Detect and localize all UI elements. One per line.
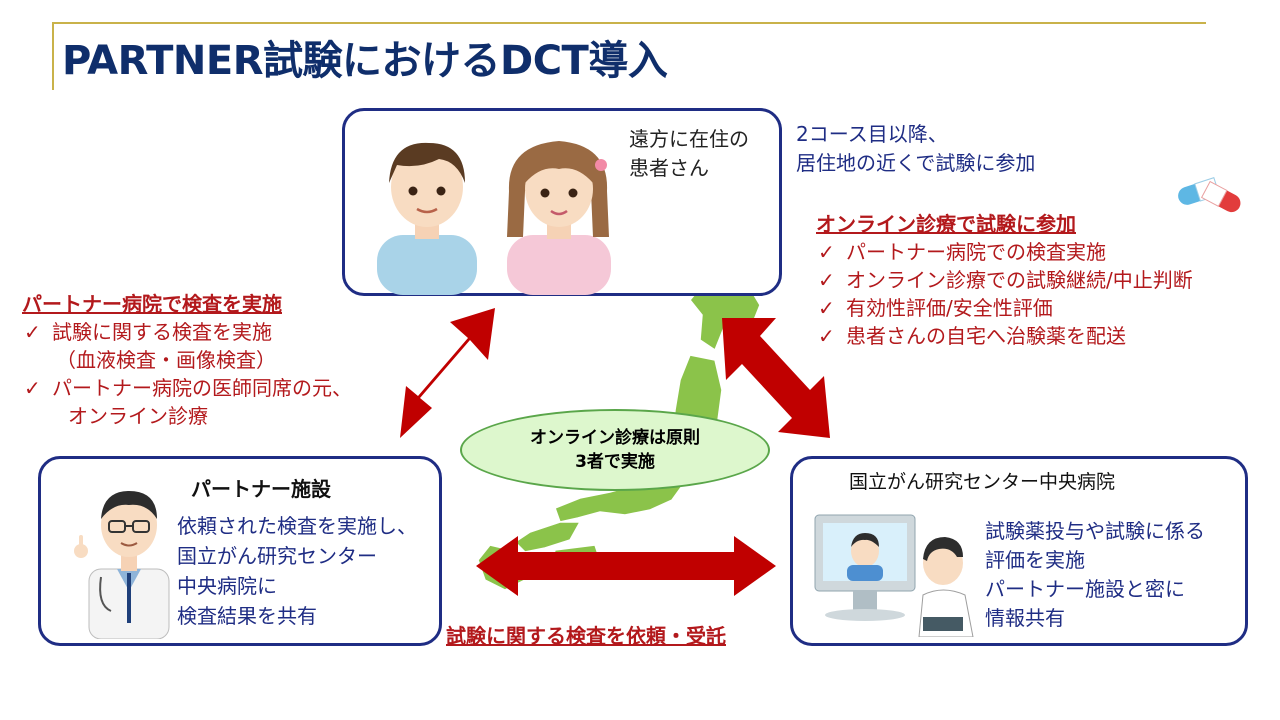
capsule-icon: [1178, 177, 1241, 213]
online-list: ✓パートナー病院での検査実施 ✓オンライン診療での試験継続/中止判断 ✓有効性評…: [816, 238, 1256, 350]
partner-exam-list: ✓試験に関する検査を実施（血液検査・画像検査） ✓パートナー病院の医師同席の元、…: [22, 318, 422, 430]
check-icon: ✓: [818, 324, 835, 348]
title-frame: [52, 22, 1206, 90]
partner-facility-title: パートナー施設: [191, 477, 331, 501]
arrow-left-diagonal: [400, 308, 495, 438]
check-icon: ✓: [818, 268, 835, 292]
list-item: ✓患者さんの自宅へ治験薬を配送: [818, 324, 1126, 348]
check-icon: ✓: [24, 376, 41, 400]
telemedicine-icon: [814, 514, 974, 637]
check-icon: ✓: [24, 320, 41, 344]
arrow-right-diagonal: [722, 318, 830, 438]
partner-facility-box: パートナー施設 依頼された検査を実施し、 国立がん研究センター 中央病院に 検査…: [38, 456, 442, 646]
doctor-icon: [74, 491, 170, 639]
ncc-hospital-title: 国立がん研究センター中央病院: [849, 471, 1116, 493]
list-item: ✓有効性評価/安全性評価: [818, 296, 1053, 320]
page-title: PARTNER試験におけるDCT導入: [62, 38, 668, 84]
ncc-hospital-box: 国立がん研究センター中央病院 試験薬投与や試験に係る 評価を実施 パートナー施設…: [790, 456, 1248, 646]
partner-facility-text: 依頼された検査を実施し、 国立がん研究センター 中央病院に 検査結果を共有: [177, 514, 417, 628]
list-item: ✓オンライン診療での試験継続/中止判断: [818, 268, 1193, 292]
list-item: ✓パートナー病院の医師同席の元、オンライン診療: [24, 376, 352, 428]
online-heading: オンライン診療で試験に参加: [816, 212, 1076, 236]
check-icon: ✓: [818, 240, 835, 264]
boy-icon: [377, 142, 477, 295]
list-item: ✓パートナー病院での検査実施: [818, 240, 1106, 264]
patients-note: 2コース目以降、 居住地の近くで試験に参加: [796, 122, 1036, 175]
partner-exam-section: パートナー病院で検査を実施 ✓試験に関する検査を実施（血液検査・画像検査） ✓パ…: [22, 290, 422, 430]
patients-box: 遠方に在住の 患者さん: [342, 108, 782, 296]
ncc-hospital-text: 試験薬投与や試験に係る 評価を実施 パートナー施設と密に 情報共有: [985, 519, 1205, 630]
arrow-horizontal: [476, 536, 776, 596]
center-note-ellipse: オンライン診療は原則 3者で実施: [460, 409, 770, 491]
partner-exam-heading: パートナー病院で検査を実施: [22, 292, 282, 316]
online-section: オンライン診療で試験に参加 ✓パートナー病院での検査実施 ✓オンライン診療での試…: [816, 210, 1256, 350]
girl-icon: [507, 141, 611, 295]
patients-label: 遠方に在住の 患者さん: [629, 127, 749, 180]
bottom-arrow-label: 試験に関する検査を依頼・受託: [446, 624, 726, 648]
check-icon: ✓: [818, 296, 835, 320]
list-item: ✓試験に関する検査を実施（血液検査・画像検査）: [24, 320, 276, 372]
